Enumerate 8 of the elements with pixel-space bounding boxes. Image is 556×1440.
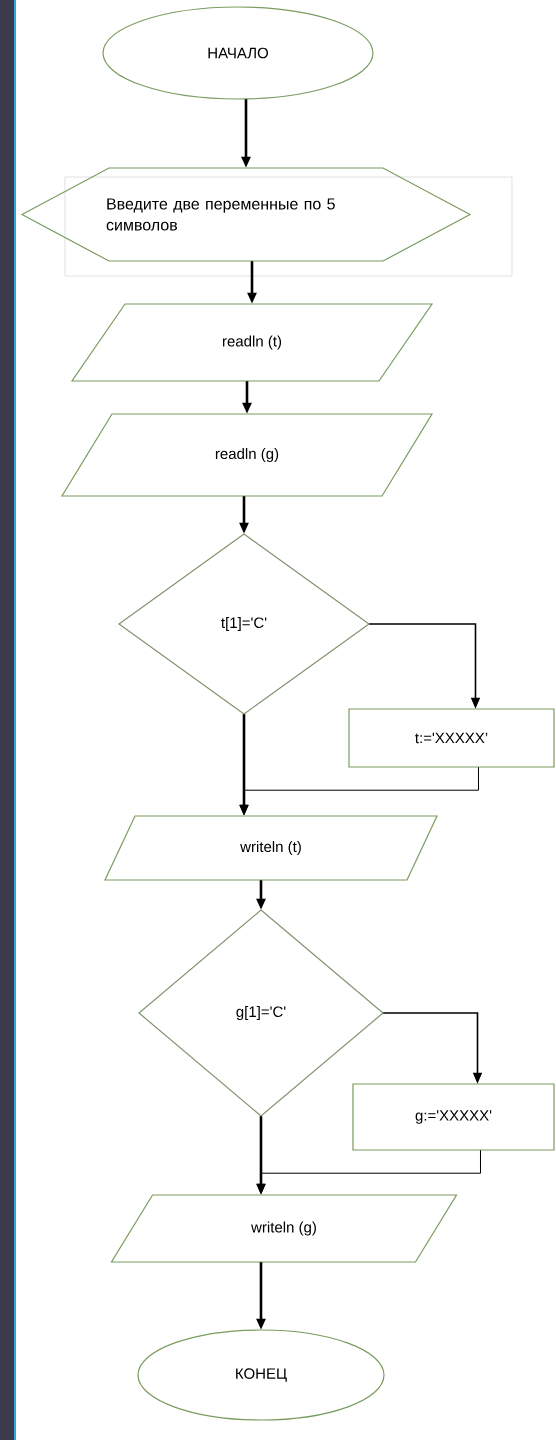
arrow <box>256 1149 481 1194</box>
process-box: t:='XXXXX’ <box>348 708 555 768</box>
process-box: g:='XXXXX' <box>352 1083 555 1151</box>
terminal-oval: КОНЕЦ <box>137 1329 385 1421</box>
arrow <box>239 766 479 815</box>
terminal-oval: НАЧАЛО <box>102 6 374 100</box>
io-parallelogram: writeln (g) <box>110 1194 458 1263</box>
io-parallelogram: writeln (t) <box>104 815 438 881</box>
